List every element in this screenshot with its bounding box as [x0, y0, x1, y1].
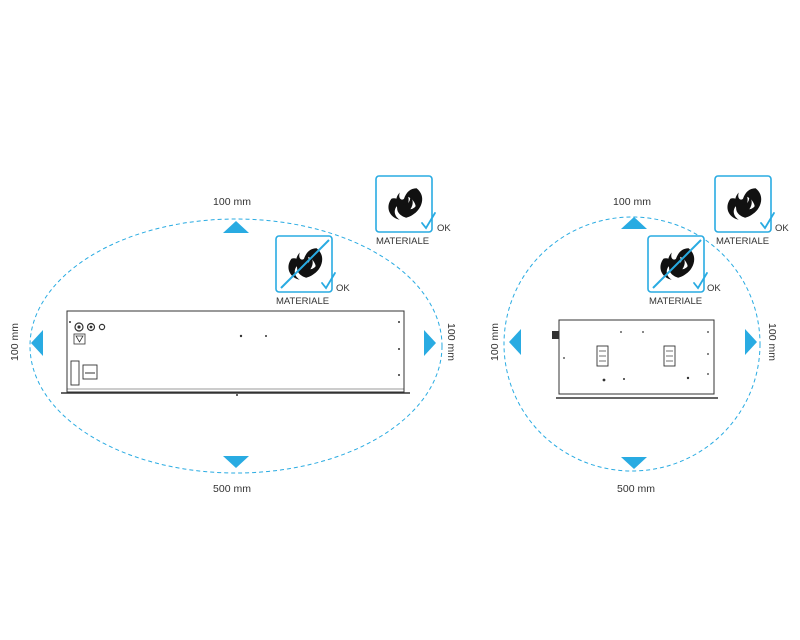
right-device — [552, 319, 718, 399]
connector-icon — [98, 323, 106, 331]
side-connector-icon — [552, 331, 559, 339]
ok-label: OK — [707, 283, 721, 294]
right-left-clearance-label: 100 mm — [489, 323, 501, 361]
connector-icon — [86, 322, 96, 332]
right-clearance-zone — [503, 216, 761, 472]
right-material-forbidden: MATERIALE OK — [647, 235, 721, 307]
arrow-right-icon — [424, 330, 436, 356]
right-material-ok: MATERIALE OK — [714, 175, 789, 247]
ok-label: OK — [336, 283, 350, 294]
bracket-icon — [596, 345, 609, 367]
ok-label: OK — [437, 223, 451, 234]
arrow-left-icon — [31, 330, 43, 356]
connector-icon — [74, 322, 84, 332]
left-bottom-clearance-label: 500 mm — [213, 483, 251, 495]
right-top-clearance-label: 100 mm — [613, 196, 651, 208]
material-label: MATERIALE — [716, 236, 769, 247]
arrow-left-icon — [509, 329, 521, 355]
left-device — [61, 310, 410, 396]
check-icon — [693, 272, 708, 290]
arrow-down-icon — [223, 456, 249, 468]
left-clearance-zone — [29, 218, 443, 474]
ok-label: OK — [775, 223, 789, 234]
right-right-clearance-label: 100 mm — [766, 323, 778, 361]
check-icon — [760, 212, 775, 230]
right-view: 100 mm 500 mm 100 mm 100 mm — [489, 175, 789, 495]
switch-icon — [70, 360, 80, 386]
left-material-forbidden: MATERIALE OK — [275, 235, 350, 307]
arrow-up-icon — [621, 217, 647, 229]
left-material-ok: MATERIALE OK — [375, 175, 451, 247]
arrow-down-icon — [621, 457, 647, 469]
left-left-clearance-label: 100 mm — [9, 323, 21, 361]
check-icon — [421, 212, 436, 230]
warning-label-icon — [73, 333, 86, 345]
check-icon — [321, 272, 336, 290]
prohibited-slash-icon — [652, 239, 702, 289]
prohibited-slash-icon — [280, 239, 330, 289]
material-label: MATERIALE — [649, 296, 702, 307]
left-right-clearance-label: 100 mm — [445, 323, 457, 361]
material-label: MATERIALE — [276, 296, 329, 307]
left-view: 100 mm 500 mm 100 mm 100 mm — [9, 175, 457, 495]
left-top-clearance-label: 100 mm — [213, 196, 251, 208]
right-bottom-clearance-label: 500 mm — [617, 483, 655, 495]
material-label: MATERIALE — [376, 236, 429, 247]
arrow-up-icon — [223, 221, 249, 233]
arrow-right-icon — [745, 329, 757, 355]
bracket-icon — [663, 345, 676, 367]
